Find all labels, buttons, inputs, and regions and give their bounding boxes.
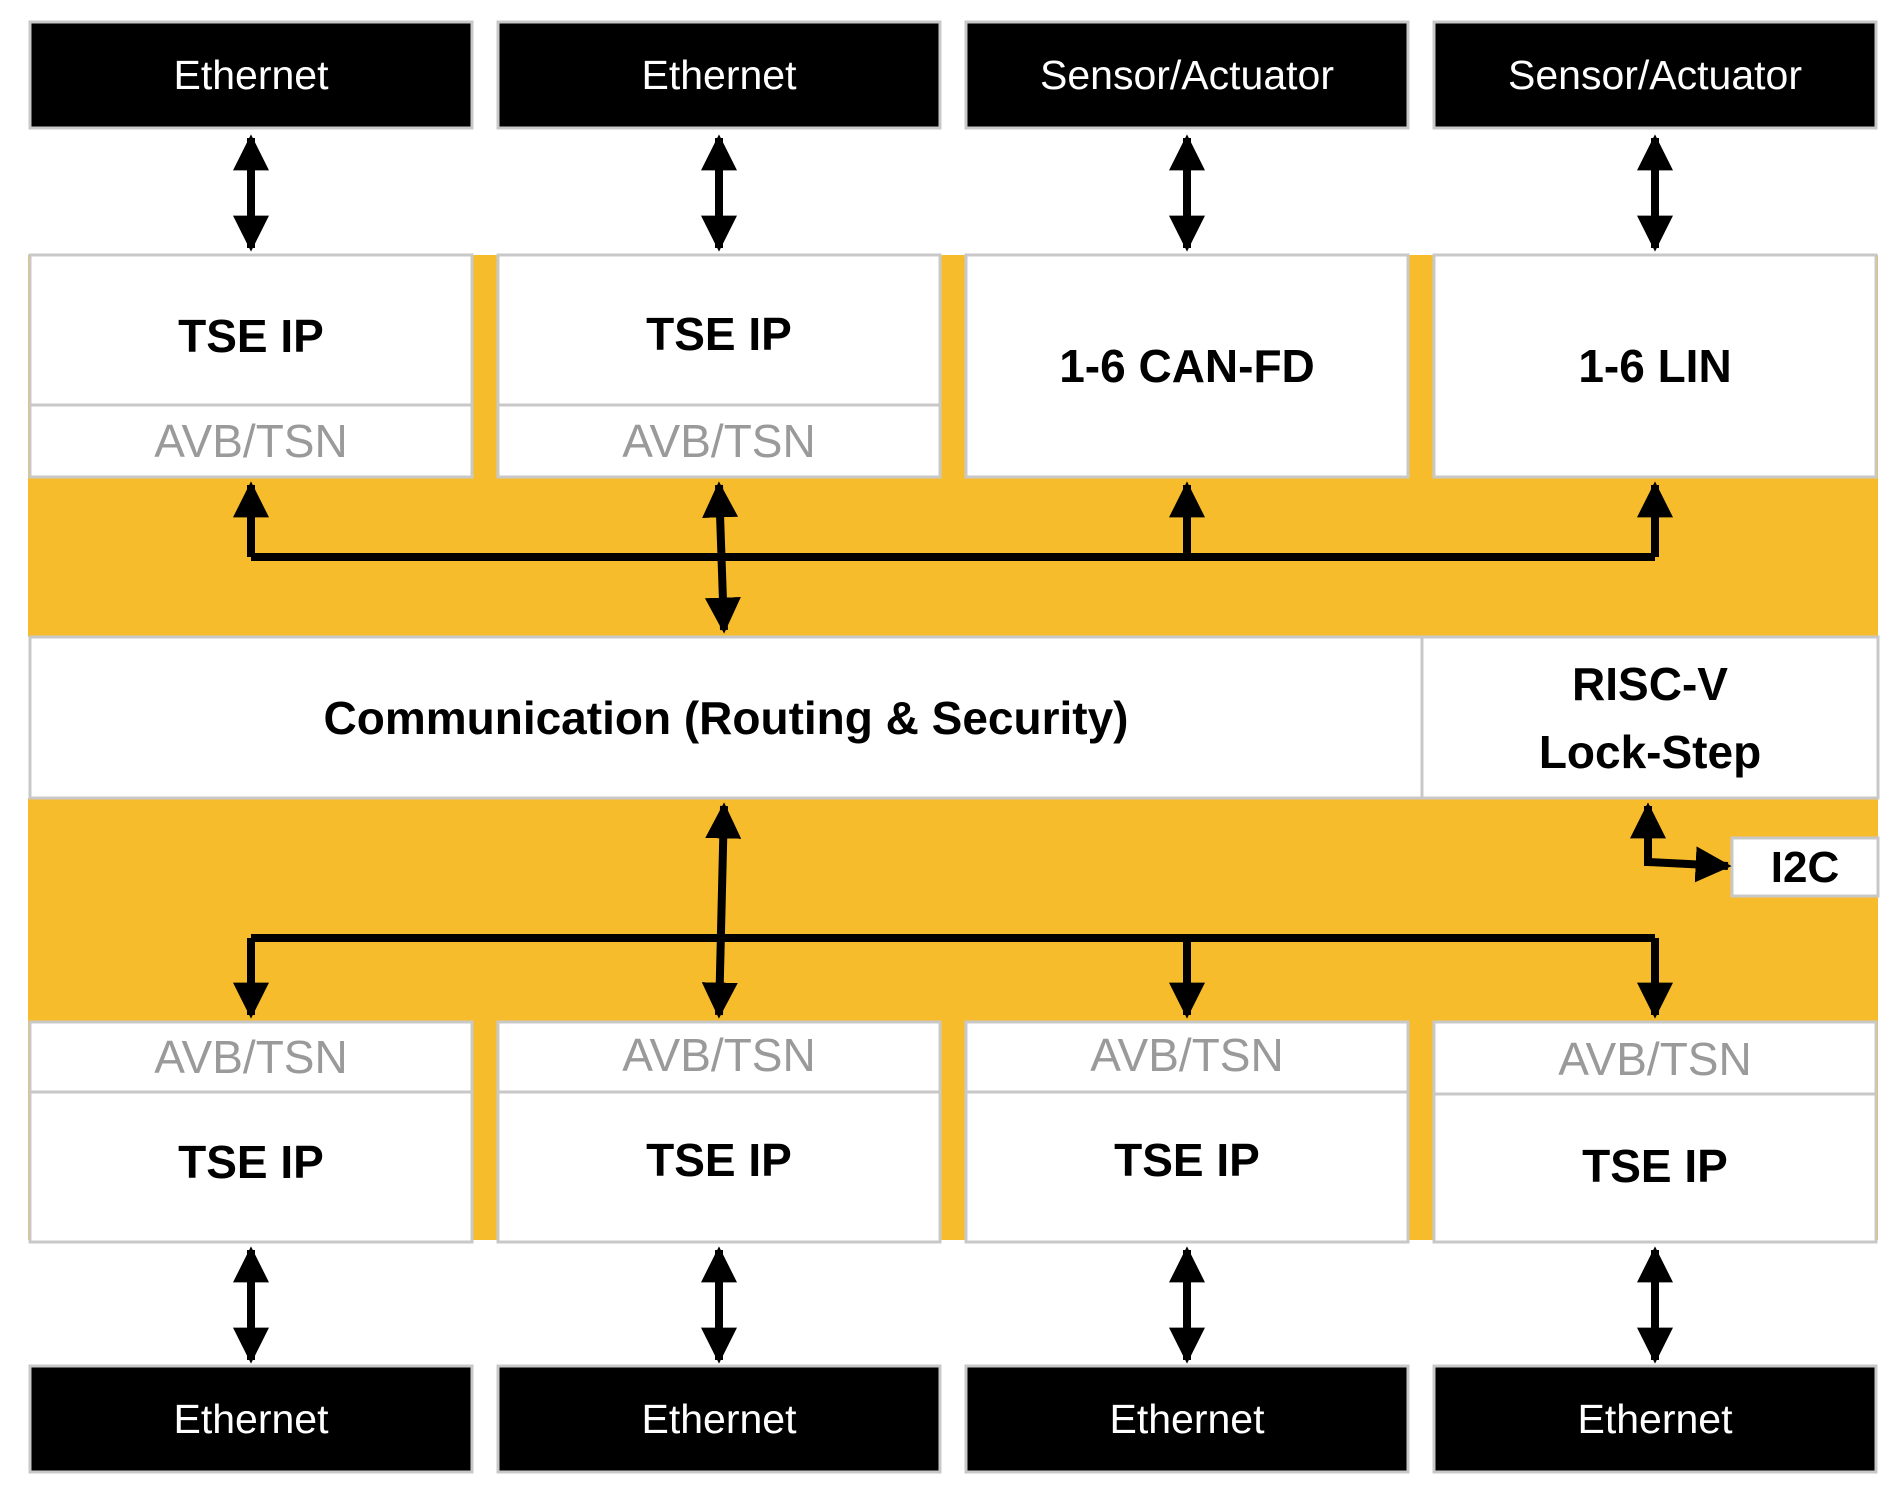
bottom-port-2: Ethernet <box>496 1364 942 1474</box>
bottom-port-1-label: Ethernet <box>174 1396 330 1442</box>
top-block-2: TSE IP AVB/TSN <box>496 253 942 479</box>
bottom-port-4: Ethernet <box>1432 1364 1878 1474</box>
bottom-block-4-sub: AVB/TSN <box>1558 1033 1751 1085</box>
bottom-port-1: Ethernet <box>28 1364 474 1474</box>
bottom-block-3-sub: AVB/TSN <box>1090 1029 1283 1081</box>
top-bus-main <box>702 481 741 634</box>
bottom-block-1: AVB/TSN TSE IP <box>28 1020 474 1244</box>
top-port-3-label: Sensor/Actuator <box>1040 52 1334 98</box>
top-port-2: Ethernet <box>496 20 942 130</box>
top-port-1-label: Ethernet <box>174 52 330 98</box>
bottom-block-2-sub: AVB/TSN <box>622 1029 815 1081</box>
bottom-block-2: AVB/TSN TSE IP <box>496 1020 942 1244</box>
top-block-3-title: 1-6 CAN-FD <box>1059 340 1315 392</box>
top-block-4-title: 1-6 LIN <box>1578 340 1731 392</box>
bottom-port-3: Ethernet <box>964 1364 1410 1474</box>
riscv-line1: RISC-V <box>1572 658 1728 710</box>
connectors <box>233 134 1732 1364</box>
i2c-label: I2C <box>1771 843 1839 892</box>
bottom-port-4-label: Ethernet <box>1578 1396 1734 1442</box>
bottom-block-1-title: TSE IP <box>178 1136 324 1188</box>
top-block-1: TSE IP AVB/TSN <box>28 253 474 479</box>
top-port-4-label: Sensor/Actuator <box>1508 52 1802 98</box>
bottom-bus-main <box>701 802 742 1019</box>
i2c-block: I2C <box>1730 836 1880 898</box>
top-block-2-title: TSE IP <box>646 308 792 360</box>
communication-label: Communication (Routing & Security) <box>324 692 1129 744</box>
top-port-1: Ethernet <box>28 20 474 130</box>
top-block-3: 1-6 CAN-FD <box>964 253 1410 479</box>
top-port-3: Sensor/Actuator <box>964 20 1410 130</box>
top-block-1-title: TSE IP <box>178 310 324 362</box>
top-block-1-sub: AVB/TSN <box>154 415 347 467</box>
bottom-block-4: AVB/TSN TSE IP <box>1432 1020 1878 1244</box>
riscv-i2c-arrow-h <box>1647 846 1732 883</box>
top-port-4: Sensor/Actuator <box>1432 20 1878 130</box>
bottom-block-3-title: TSE IP <box>1114 1134 1260 1186</box>
riscv-line2: Lock-Step <box>1539 726 1761 778</box>
top-port-2-label: Ethernet <box>642 52 798 98</box>
bottom-block-1-sub: AVB/TSN <box>154 1031 347 1083</box>
bottom-port-2-label: Ethernet <box>642 1396 798 1442</box>
riscv-block: RISC-V Lock-Step <box>1420 635 1880 800</box>
bottom-block-2-title: TSE IP <box>646 1134 792 1186</box>
top-block-2-sub: AVB/TSN <box>622 415 815 467</box>
bottom-port-3-label: Ethernet <box>1110 1396 1266 1442</box>
top-block-4: 1-6 LIN <box>1432 253 1878 479</box>
bottom-block-4-title: TSE IP <box>1582 1140 1728 1192</box>
bottom-block-3: AVB/TSN TSE IP <box>964 1020 1410 1244</box>
communication-block: Communication (Routing & Security) <box>28 635 1424 800</box>
